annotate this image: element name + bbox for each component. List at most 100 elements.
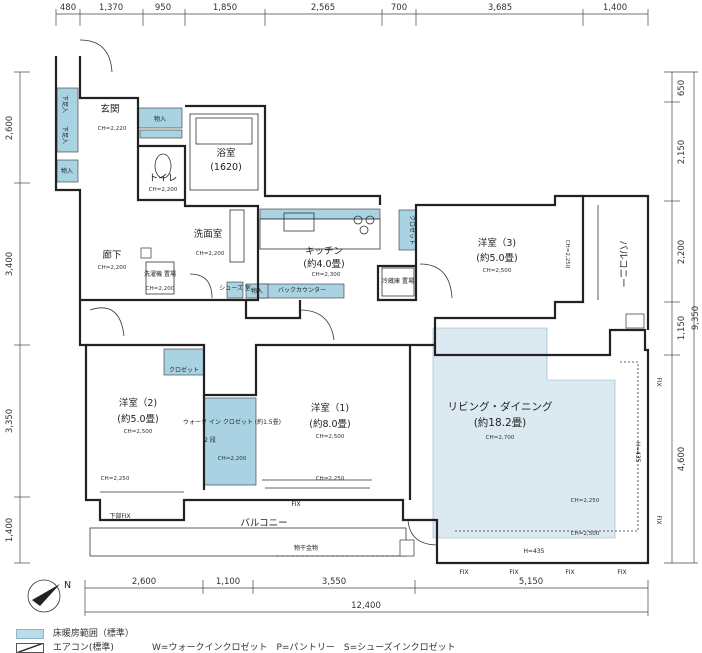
legend-abbrev: W=ウォークインクロゼット P=パントリー S=シューズインクロゼット <box>152 640 456 653</box>
dim-right-total: 9,350 <box>691 306 701 330</box>
dim-top-8: 1,400 <box>603 3 627 13</box>
dim-bottom-2: 1,100 <box>216 577 240 587</box>
walls <box>54 56 650 565</box>
closet-label-3: クロゼット <box>408 215 416 245</box>
fix-label-2: FIX <box>459 569 468 576</box>
wic-ch: CH=2,200 <box>218 456 247 462</box>
monoire-label-left: 物入 <box>61 167 73 175</box>
kitchen-ch: CH=2,300 <box>312 272 341 278</box>
dim-left-4: 1,400 <box>5 518 15 542</box>
shoes-label: シューズ 室 <box>219 284 251 292</box>
dim-bottom-4: 5,150 <box>519 577 543 587</box>
dim-left-3: 3,350 <box>5 409 15 433</box>
dim-right-5: 4,600 <box>677 447 687 471</box>
room-labels: 下足入 下足入 物入 玄関 CH=2,220 物入 浴室 (1620) トイレ … <box>61 95 662 576</box>
dimension-left: 2,600 3,400 3,350 1,400 <box>5 71 30 564</box>
dim-right-1: 650 <box>677 80 687 96</box>
dim-left-1: 2,600 <box>5 116 15 140</box>
yoshitsu2-ch2: CH=2,250 <box>101 476 130 482</box>
dim-right-4: 1,150 <box>677 316 687 340</box>
balcony-right-label: バルコニー <box>617 240 628 287</box>
senmen-ch: CH=2,200 <box>196 251 225 257</box>
dim-bottom-total: 12,400 <box>351 601 381 611</box>
yoshitsu1-size: (約8.0畳) <box>309 418 351 430</box>
fix-label-1: FIX <box>291 501 300 508</box>
floor-heating-area <box>432 327 616 539</box>
kitchen-label: キッチン <box>305 246 343 257</box>
sentaku-ch: CH=2,200 <box>146 286 175 292</box>
yoshitsu1-ch2: CH=2,250 <box>316 476 345 482</box>
dim-right-3: 2,200 <box>677 240 687 264</box>
yokushitsu-label: 浴室 <box>216 147 235 159</box>
legend-floor-heating-text: 床暖房範囲（標準） <box>52 629 134 639</box>
dimension-top: 480 1,370 950 1,850 2,565 700 3,685 1,40… <box>55 3 649 26</box>
dim-bottom-1: 2,600 <box>132 577 156 587</box>
closet-label-2: クロゼット <box>169 366 199 374</box>
kitchen-size: (約4.0畳) <box>303 258 345 270</box>
rouka-ch: CH=2,200 <box>98 265 127 271</box>
wic-label: ウォーク イン クロゼット (約1.5畳) <box>183 418 281 426</box>
living-ch3: CH=2,500 <box>571 531 600 537</box>
yoshitsu3-size: (約5.0畳) <box>476 252 518 264</box>
toilet-label: トイレ <box>149 173 178 184</box>
north-label: N <box>64 580 71 591</box>
monoire-label-top: 物入 <box>154 115 166 123</box>
dim-bottom-3: 3,550 <box>322 577 346 587</box>
h435-label-bottom: H=435 <box>524 548 545 555</box>
yoshitsu3-ch2: CH=2,250 <box>564 240 570 269</box>
north-compass: N <box>27 579 71 613</box>
legend-aircon-text: エアコン(標準) <box>52 643 114 653</box>
yoshitsu2-size: (約5.0畳) <box>117 413 159 425</box>
legend-abbrev-text: W=ウォークインクロゼット P=パントリー S=シューズインクロゼット <box>152 643 456 653</box>
rouka-label: 廊下 <box>102 249 121 261</box>
fix-label-4: FIX <box>565 569 574 576</box>
dimension-bottom: 2,600 1,100 3,550 5,150 12,400 <box>84 577 649 616</box>
monoire-label-mid: 物入 <box>251 287 263 295</box>
toilet-ch: CH=2,200 <box>149 187 178 193</box>
dim-top-6: 700 <box>391 3 407 13</box>
closet-fills <box>56 87 417 486</box>
reizouko-label: 冷蔵庫 置場 <box>382 277 414 285</box>
yoshitsu2-ch: CH=2,500 <box>124 429 153 435</box>
legend-aircon: エアコン(標準) <box>16 640 114 653</box>
living-size: (約18.2畳) <box>474 416 527 429</box>
h435-label-right: H=435 <box>634 442 641 463</box>
wic-side-label: 2 段 <box>204 436 216 444</box>
dim-top-1: 480 <box>60 3 76 13</box>
yoshitsu2-label: 洋室（2) <box>119 397 157 409</box>
gesou-label: 下部FIX <box>109 512 130 520</box>
balcony-bottom-label: バルコニー <box>240 518 287 529</box>
legend-floor-heating: 床暖房範囲（標準） <box>16 626 134 639</box>
senmen-label: 洗面室 <box>194 228 223 240</box>
dim-top-2: 1,370 <box>99 3 123 13</box>
living-label: リビング・ダイニング <box>448 400 553 413</box>
fix-label-5: FIX <box>617 569 626 576</box>
dim-right-2: 2,150 <box>677 140 687 164</box>
fix-label-6: FIX <box>655 377 662 386</box>
dim-left-2: 3,400 <box>5 252 15 276</box>
aircon-swatch <box>16 642 44 653</box>
yoshitsu3-ch: CH=2,500 <box>483 268 512 274</box>
fixtures <box>79 39 645 557</box>
getabako-label-2: 下足入 <box>61 126 68 144</box>
yoshitsu1-ch: CH=2,500 <box>316 434 345 440</box>
dim-top-3: 950 <box>155 3 171 13</box>
genkan-ch: CH=2,220 <box>98 126 127 132</box>
yoshitsu1-label: 洋室（1) <box>311 402 349 414</box>
yoshitsu3-label: 洋室（3) <box>478 237 516 249</box>
sentaku-label: 洗濯機 置場 <box>144 270 176 278</box>
genkan-label: 玄関 <box>100 103 119 115</box>
backcounter-label: バックカウンター <box>278 286 326 294</box>
dim-top-7: 3,685 <box>488 3 512 13</box>
fix-label-7: FIX <box>655 515 662 524</box>
monohoshi-label: 物干金物 <box>294 544 318 552</box>
getabako-label-1: 下足入 <box>61 95 68 113</box>
yokushitsu-size: (1620) <box>210 162 242 173</box>
dimension-right: 650 2,150 2,200 1,150 4,600 9,350 <box>664 71 701 564</box>
fix-label-3: FIX <box>509 569 518 576</box>
dim-top-5: 2,565 <box>311 3 335 13</box>
living-ch2: CH=2,250 <box>571 498 600 504</box>
dim-top-4: 1,850 <box>213 3 237 13</box>
living-ch: CH=2,700 <box>486 435 515 441</box>
